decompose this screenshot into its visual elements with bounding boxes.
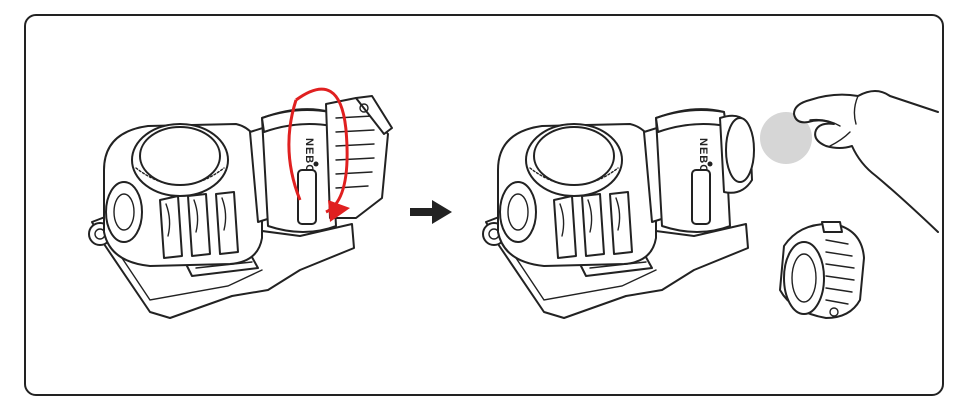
removed-end-cap (779, 221, 865, 319)
step-2-light-assembly: NEBO (482, 108, 755, 319)
next-step-arrow-icon (410, 200, 452, 224)
step-1-side-switch (297, 169, 317, 225)
sticker-disc-icon (760, 112, 812, 164)
step-2-side-switch (691, 169, 711, 225)
step-2-brand-label: NEBO (697, 138, 709, 174)
step-1-light-assembly: NEBO (88, 87, 393, 319)
step-1-top-button (139, 126, 221, 186)
step-1-brand-label: NEBO (303, 138, 315, 174)
step-1-side-face (105, 181, 143, 243)
rotate-arrow-icon (287, 87, 350, 222)
step-2-top-button (533, 126, 615, 186)
hand-icon (793, 90, 939, 233)
